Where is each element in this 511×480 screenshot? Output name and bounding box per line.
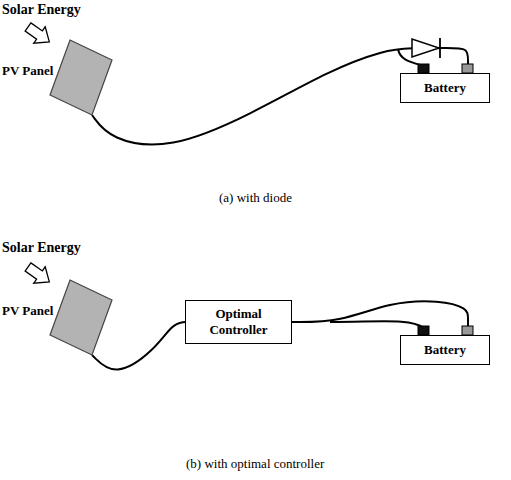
caption: (a) with diode: [219, 190, 292, 206]
panel-label: PV Panel: [2, 303, 53, 319]
energy-label: Solar Energy: [2, 2, 81, 18]
wire: [92, 322, 185, 370]
negative-terminal: [418, 64, 429, 73]
pv-panel-face: [50, 40, 112, 115]
pv-panel-shape: [0, 35, 115, 125]
negative-terminal: [418, 326, 429, 335]
sun-arrow: [22, 259, 55, 290]
component-box: Battery: [400, 335, 490, 365]
wire: [330, 321, 424, 328]
panel-label: PV Panel: [2, 63, 53, 79]
box-label: Battery: [424, 80, 466, 96]
positive-terminal: [462, 64, 473, 73]
pv-panel: PV Panel: [0, 275, 115, 365]
diode-symbol: [412, 39, 439, 57]
box-label: Battery: [424, 342, 466, 358]
box-label: Optimal Controller: [194, 306, 283, 337]
pv-panel-face: [50, 280, 112, 355]
positive-terminal: [462, 326, 473, 335]
pv-panel-shape: [0, 275, 115, 365]
component-box: Battery: [400, 73, 490, 103]
component-box: Optimal Controller: [185, 300, 292, 344]
wire: [292, 301, 468, 335]
pv-panel: PV Panel: [0, 35, 115, 125]
sun-arrow: [22, 19, 55, 50]
caption: (b) with optimal controller: [186, 456, 324, 472]
energy-label: Solar Energy: [2, 240, 81, 256]
diode-bar: [439, 38, 441, 58]
